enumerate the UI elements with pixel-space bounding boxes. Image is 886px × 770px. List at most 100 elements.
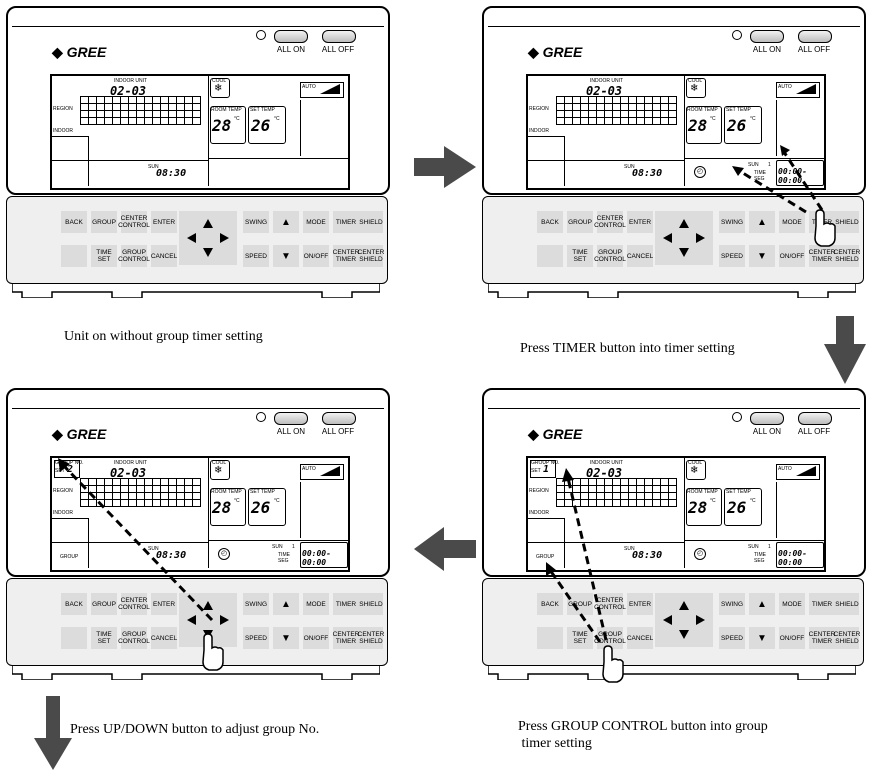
time-set-button[interactable]: TIME SET: [567, 627, 593, 649]
on-off-button[interactable]: ON/OFF: [303, 245, 329, 267]
set-temp-value: 26: [251, 116, 271, 135]
timer-clock-icon: ◴: [694, 548, 706, 560]
time-set-button[interactable]: TIME SET: [91, 627, 117, 649]
shield-button[interactable]: SHIELD: [835, 211, 859, 233]
indoor-unit-label: INDOOR UNIT: [590, 78, 624, 84]
group-button[interactable]: GROUP: [91, 593, 117, 615]
all-on-button[interactable]: [750, 412, 784, 425]
swing-button[interactable]: SWING: [719, 593, 745, 615]
enter-button[interactable]: ENTER: [627, 211, 653, 233]
lcd-display: INDOOR UNIT 02-03 REGION INDOOR SUN 08:3…: [526, 74, 826, 190]
all-on-button[interactable]: [274, 30, 308, 43]
group-button[interactable]: GROUP: [567, 211, 593, 233]
swing-button[interactable]: SWING: [719, 211, 745, 233]
speed-button[interactable]: SPEED: [719, 627, 745, 649]
back-button[interactable]: BACK: [61, 211, 87, 233]
enter-button[interactable]: ENTER: [151, 593, 177, 615]
mode-button[interactable]: MODE: [303, 211, 329, 233]
center-control-button[interactable]: CENTER CONTROL: [118, 593, 150, 615]
panel-step-2: ◆ GREE ALL ON ALL OFF INDOOR UNIT 02-03 …: [482, 6, 866, 306]
direction-pad[interactable]: [179, 211, 237, 265]
center-control-button[interactable]: CENTER CONTROL: [118, 211, 150, 233]
all-off-button[interactable]: [322, 412, 356, 425]
cancel-button[interactable]: CANCEL: [151, 627, 177, 649]
on-off-button[interactable]: ON/OFF: [303, 627, 329, 649]
timer-button[interactable]: TIMER: [333, 211, 359, 233]
blank-button[interactable]: [537, 245, 563, 267]
blank-button[interactable]: [61, 245, 87, 267]
all-off-button[interactable]: [798, 30, 832, 43]
keypad: BACK GROUP CENTER CONTROL ENTER SWING ▲ …: [6, 196, 388, 284]
down-button[interactable]: ▼: [273, 627, 299, 649]
cancel-button[interactable]: CANCEL: [151, 245, 177, 267]
all-off-button[interactable]: [798, 412, 832, 425]
mode-button[interactable]: MODE: [779, 211, 805, 233]
cancel-button[interactable]: CANCEL: [627, 627, 653, 649]
power-led-icon: [256, 30, 266, 40]
up-button[interactable]: ▲: [749, 211, 775, 233]
enter-button[interactable]: ENTER: [627, 593, 653, 615]
group-control-button[interactable]: GROUP CONTROL: [594, 245, 626, 267]
up-button[interactable]: ▲: [749, 593, 775, 615]
speed-button[interactable]: SPEED: [243, 245, 269, 267]
group-button[interactable]: GROUP: [91, 211, 117, 233]
down-button[interactable]: ▼: [273, 245, 299, 267]
center-timer-button[interactable]: CENTER TIMER: [809, 245, 835, 267]
center-shield-button[interactable]: CENTER SHIELD: [358, 627, 384, 649]
shield-button[interactable]: SHIELD: [835, 593, 859, 615]
direction-pad[interactable]: [655, 211, 713, 265]
time-set-button[interactable]: TIME SET: [567, 245, 593, 267]
enter-button[interactable]: ENTER: [151, 211, 177, 233]
all-off-button[interactable]: [322, 30, 356, 43]
center-timer-button[interactable]: CENTER TIMER: [333, 245, 359, 267]
time-set-button[interactable]: TIME SET: [91, 245, 117, 267]
fan-speed-bar-icon: [320, 466, 340, 476]
day-label: SUN: [624, 546, 635, 552]
on-off-button[interactable]: ON/OFF: [779, 245, 805, 267]
region-label: REGION: [529, 488, 549, 494]
group-control-button[interactable]: GROUP CONTROL: [118, 627, 150, 649]
on-off-button[interactable]: ON/OFF: [779, 627, 805, 649]
timer-button[interactable]: TIMER: [809, 593, 835, 615]
cancel-button[interactable]: CANCEL: [627, 245, 653, 267]
swing-button[interactable]: SWING: [243, 211, 269, 233]
blank-button[interactable]: [537, 627, 563, 649]
center-shield-button[interactable]: CENTER SHIELD: [358, 245, 384, 267]
caption-step-1: Unit on without group timer setting: [64, 329, 263, 344]
timer-button[interactable]: TIMER: [333, 593, 359, 615]
center-timer-button[interactable]: CENTER TIMER: [809, 627, 835, 649]
fan-speed-bar-icon: [796, 466, 816, 476]
up-button[interactable]: ▲: [273, 211, 299, 233]
center-control-button[interactable]: CENTER CONTROL: [594, 593, 626, 615]
clock-display: 08:30: [632, 550, 663, 561]
direction-pad[interactable]: [655, 593, 713, 647]
back-button[interactable]: BACK: [537, 593, 563, 615]
mode-button[interactable]: MODE: [779, 593, 805, 615]
back-button[interactable]: BACK: [61, 593, 87, 615]
mode-button[interactable]: MODE: [303, 593, 329, 615]
all-on-button[interactable]: [750, 30, 784, 43]
region-label: REGION: [53, 488, 73, 494]
group-control-button[interactable]: GROUP CONTROL: [118, 245, 150, 267]
center-timer-button[interactable]: CENTER TIMER: [333, 627, 359, 649]
swing-button[interactable]: SWING: [243, 593, 269, 615]
shield-button[interactable]: SHIELD: [359, 593, 383, 615]
down-button[interactable]: ▼: [749, 627, 775, 649]
back-button[interactable]: BACK: [537, 211, 563, 233]
room-temp-label: ROOM TEMP: [211, 107, 242, 113]
unit-number: 02-03: [586, 84, 623, 98]
shield-button[interactable]: SHIELD: [359, 211, 383, 233]
all-on-button[interactable]: [274, 412, 308, 425]
center-shield-button[interactable]: CENTER SHIELD: [834, 245, 860, 267]
speed-button[interactable]: SPEED: [243, 627, 269, 649]
group-button[interactable]: GROUP: [567, 593, 593, 615]
blank-button[interactable]: [61, 627, 87, 649]
panel-step-1: ◆ GREE ALL ON ALL OFF INDOOR UNIT 02-03 …: [6, 6, 390, 306]
center-shield-button[interactable]: CENTER SHIELD: [834, 627, 860, 649]
snowflake-icon: ❄: [690, 465, 699, 476]
region-label: REGION: [529, 106, 549, 112]
up-button[interactable]: ▲: [273, 593, 299, 615]
center-control-button[interactable]: CENTER CONTROL: [594, 211, 626, 233]
down-button[interactable]: ▼: [749, 245, 775, 267]
speed-button[interactable]: SPEED: [719, 245, 745, 267]
